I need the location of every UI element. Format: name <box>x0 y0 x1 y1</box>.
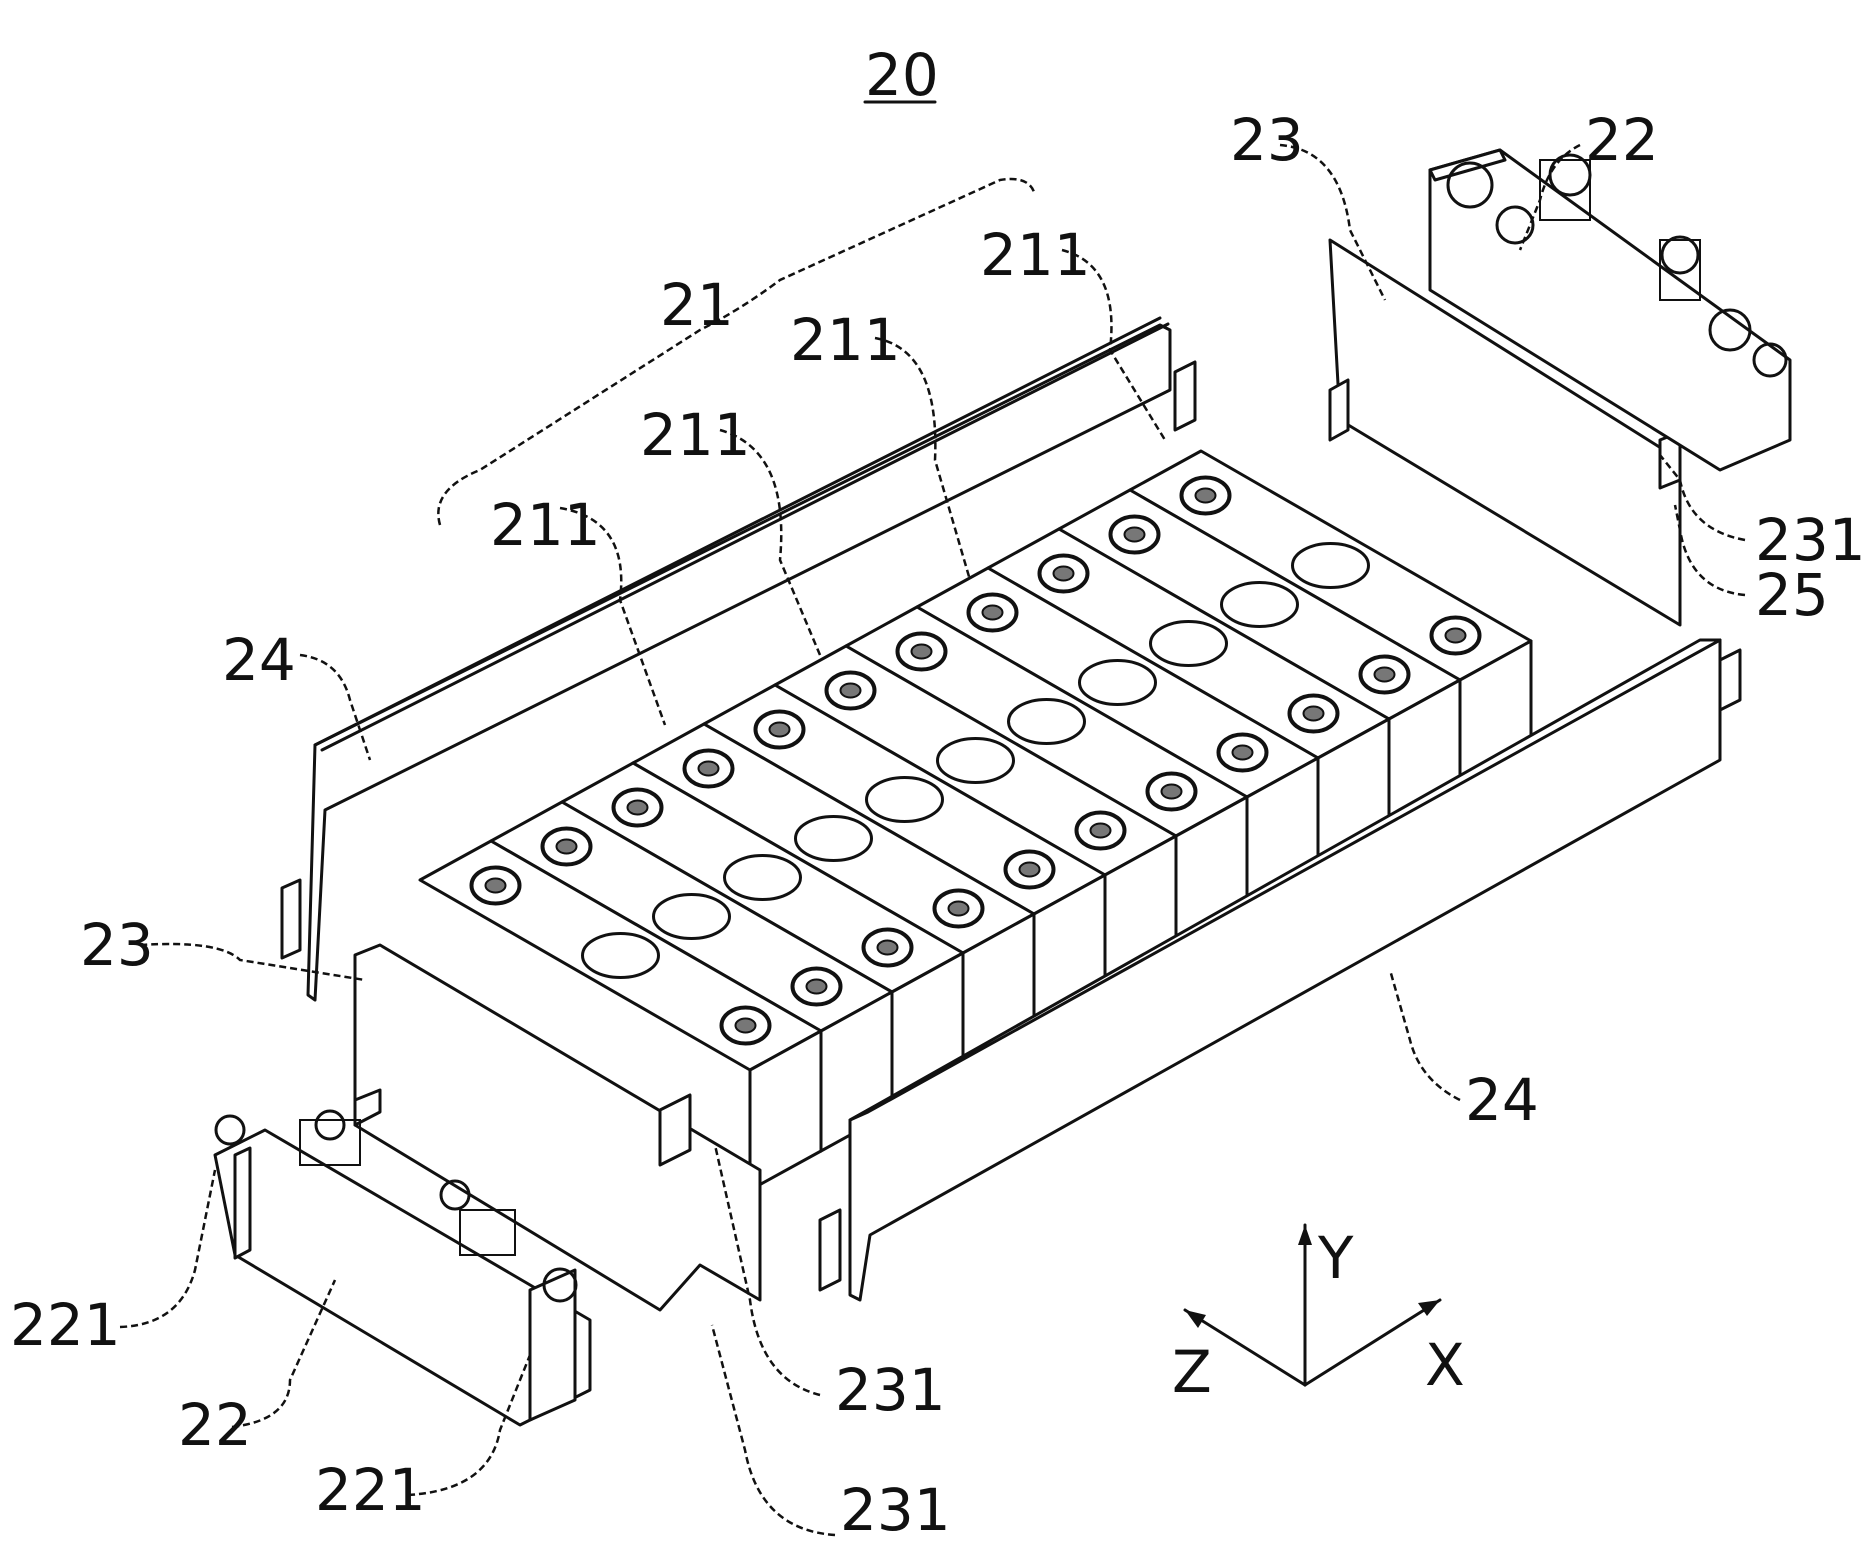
axis-label-y: Y <box>1317 1224 1354 1292</box>
terminal-core <box>736 1019 756 1033</box>
terminal-core <box>841 684 861 698</box>
axis-label-z: Z <box>1172 1338 1212 1406</box>
terminal-core <box>628 801 648 815</box>
terminal-core <box>1162 785 1182 799</box>
terminal-core <box>1091 824 1111 838</box>
label-side-plate-left: 24 <box>222 626 296 694</box>
label-end-plate-left: 23 <box>80 911 154 979</box>
vent-icon <box>1293 544 1369 588</box>
label-cell-a: 211 <box>490 491 601 559</box>
figure-number: 20 <box>865 41 939 109</box>
terminal-core <box>770 723 790 737</box>
label-cell-d: 211 <box>980 221 1091 289</box>
label-end-plate-top: 23 <box>1230 106 1304 174</box>
label-hook-front-a: 231 <box>835 1356 946 1424</box>
label-end-module-top: 22 <box>1585 106 1659 174</box>
vent-icon <box>867 778 943 822</box>
terminal-core <box>912 645 932 659</box>
vent-icon <box>1222 583 1298 627</box>
vent-icon <box>725 856 801 900</box>
terminal-core <box>878 941 898 955</box>
terminal-core <box>699 762 719 776</box>
x-axis-arrowhead <box>1418 1300 1440 1316</box>
terminal-core <box>486 879 506 893</box>
vent-icon <box>1151 622 1227 666</box>
vent-icon <box>796 817 872 861</box>
terminal-core <box>1020 863 1040 877</box>
terminal-core <box>1233 746 1253 760</box>
terminal-core <box>1196 489 1216 503</box>
z-axis-arrowhead <box>1185 1310 1206 1328</box>
label-connector-a: 221 <box>10 1291 121 1359</box>
terminal-core <box>1304 707 1324 721</box>
terminal-core <box>1446 629 1466 643</box>
label-cell-b: 211 <box>640 401 751 469</box>
vent-icon <box>938 739 1014 783</box>
axis-label-x: X <box>1425 1331 1465 1399</box>
terminal-core <box>949 902 969 916</box>
vent-icon <box>1080 661 1156 705</box>
y-axis-arrowhead <box>1298 1225 1312 1245</box>
vent-icon <box>583 934 659 978</box>
coordinate-axes: Y X Z <box>1172 1224 1465 1406</box>
label-battery-group: 21 <box>660 271 734 339</box>
vent-icon <box>654 895 730 939</box>
terminal-core <box>807 980 827 994</box>
vent-icon <box>1009 700 1085 744</box>
label-end-module-bottom: 22 <box>178 1391 252 1459</box>
label-side-plate-right: 24 <box>1465 1066 1539 1134</box>
terminal-core <box>1125 528 1145 542</box>
label-insulator: 25 <box>1755 561 1829 629</box>
terminal-core <box>557 840 577 854</box>
label-connector-b: 221 <box>315 1456 426 1524</box>
label-hook-front-b: 231 <box>840 1476 951 1544</box>
label-cell-c: 211 <box>790 306 901 374</box>
terminal-core <box>1375 668 1395 682</box>
terminal-core <box>1054 567 1074 581</box>
terminal-core <box>983 606 1003 620</box>
